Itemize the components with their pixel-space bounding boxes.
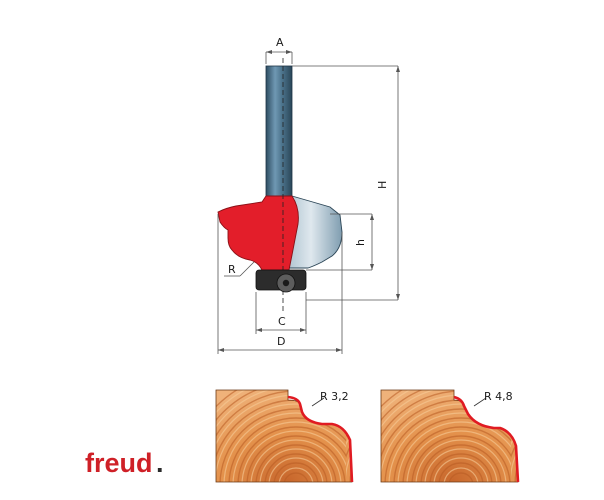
carbide-cutter	[217, 195, 299, 271]
bearing-screw-hole	[282, 279, 290, 287]
logo-text: freud	[85, 448, 153, 478]
radius-label-1: R 3,2	[320, 390, 349, 403]
radius-leader-2	[473, 397, 487, 407]
dim-label-A: A	[276, 36, 284, 49]
freud-logo: freud .	[85, 448, 164, 478]
dim-label-R: R	[228, 263, 236, 276]
shank	[265, 65, 293, 201]
dim-label-h: h	[354, 239, 367, 246]
profile-edge-2	[453, 395, 520, 483]
dim-label-C: C	[278, 315, 286, 328]
wood-block-1	[215, 389, 353, 483]
wood-block-2	[380, 389, 519, 483]
profile-sample-2: R 4,8	[380, 389, 520, 483]
dim-label-D: D	[277, 335, 285, 348]
dim-label-H: H	[376, 181, 389, 189]
logo-dot: .	[156, 448, 164, 478]
radius-leader-1	[311, 397, 325, 407]
profile-edge-1	[287, 395, 354, 483]
radius-label-2: R 4,8	[484, 390, 513, 403]
dimensions: A H h R C D	[217, 36, 400, 354]
router-bit	[217, 58, 343, 312]
profile-sample-1: R 3,2	[215, 389, 354, 483]
